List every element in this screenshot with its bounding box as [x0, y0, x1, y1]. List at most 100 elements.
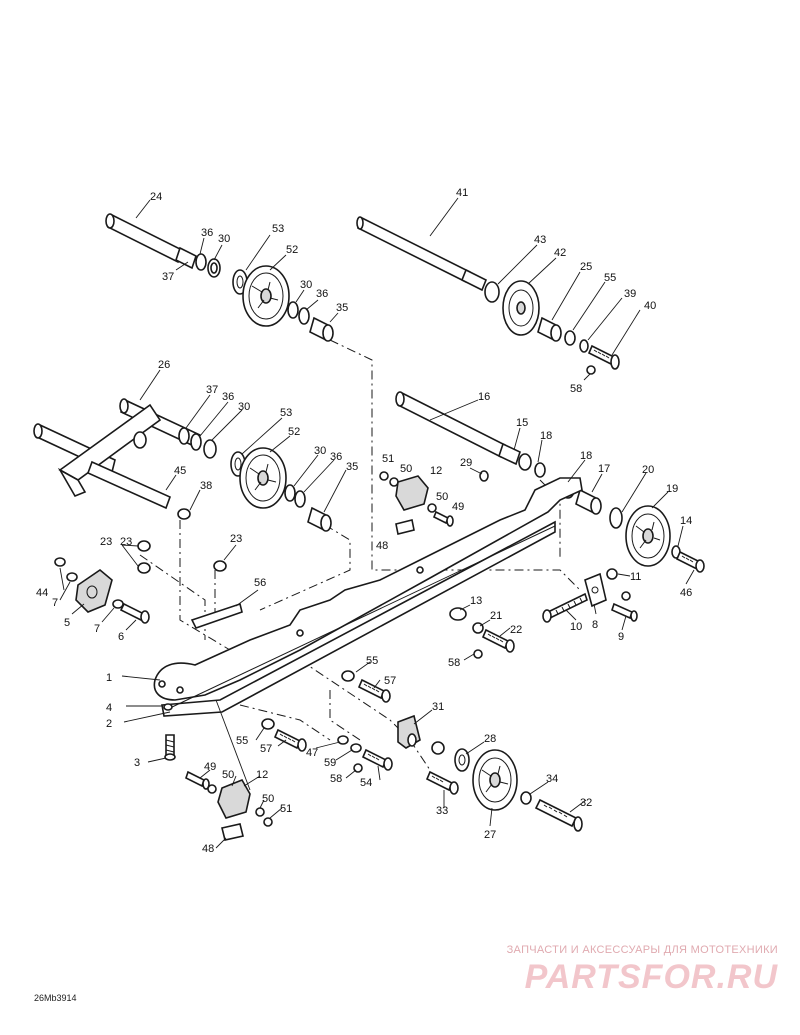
callout: 17 — [598, 463, 610, 475]
callout: 46 — [680, 587, 692, 599]
block-12-upper — [395, 475, 429, 511]
bolt-57-a — [357, 678, 391, 703]
callout: 1 — [106, 672, 112, 684]
callout: 31 — [432, 701, 444, 713]
callout: 30 — [300, 279, 312, 291]
watermark: ЗАПЧАСТИ И АКСЕССУАРЫ ДЛЯ МОТОТЕХНИКИ PA… — [507, 944, 778, 997]
nut-23-b — [137, 562, 151, 574]
callout: 38 — [200, 480, 212, 492]
callout: 7 — [94, 623, 100, 635]
washer-50-lower-b — [255, 807, 265, 817]
bearing-20 — [609, 507, 623, 529]
callout: 53 — [272, 223, 284, 235]
washer-18-a — [534, 462, 546, 478]
bolt-6 — [119, 602, 150, 624]
rail-1 — [153, 477, 583, 701]
callout: 55 — [366, 655, 378, 667]
bolt-46 — [675, 550, 705, 573]
callout: 51 — [280, 803, 292, 815]
washer-55-a — [341, 670, 355, 682]
callout: 45 — [174, 465, 186, 477]
washer-37-mid — [178, 427, 190, 445]
callout: 49 — [452, 501, 464, 513]
callout: 24 — [150, 191, 162, 203]
callout: 50 — [436, 491, 448, 503]
callout: 30 — [238, 401, 250, 413]
rail-hardware-right — [449, 607, 515, 659]
callout: 34 — [546, 773, 558, 785]
callout: 36 — [330, 451, 342, 463]
callout: 19 — [666, 483, 678, 495]
bolt-54 — [361, 748, 393, 771]
washer-50-lower-a — [207, 784, 217, 794]
stopper-assembly — [54, 540, 227, 624]
bolt-57-b — [273, 728, 307, 752]
washer-38 — [177, 508, 191, 520]
watermark-logo: PARTSFOR.RU — [524, 958, 778, 996]
washer-21 — [472, 622, 484, 634]
ring-30-top-b — [287, 301, 299, 319]
callout: 14 — [680, 515, 692, 527]
callout: 32 — [580, 797, 592, 809]
spacer-25 — [537, 316, 562, 342]
nut-44 — [54, 557, 66, 567]
callout: 43 — [534, 234, 546, 246]
callout: 56 — [254, 577, 266, 589]
nut-58-rail — [473, 649, 483, 659]
bolt-33 — [425, 770, 459, 795]
callout: 57 — [384, 675, 396, 687]
callout: 49 — [204, 761, 216, 773]
lower-wheel-assembly — [397, 714, 583, 832]
callout: 48 — [202, 843, 214, 855]
ring-30-mid-b — [284, 484, 296, 502]
washer-13 — [449, 607, 467, 621]
slide-rail-assembly — [153, 477, 583, 717]
callout: 42 — [554, 247, 566, 259]
callout: 26 — [158, 359, 170, 371]
callout: 20 — [642, 464, 654, 476]
leader-lines — [59, 197, 695, 849]
callout: 18 — [580, 450, 592, 462]
callout: 28 — [484, 733, 496, 745]
nut-58-top — [586, 365, 596, 375]
rear-arm-assembly — [33, 398, 332, 532]
bolt-32 — [534, 798, 583, 832]
callout-labels: 24 36 30 53 52 37 30 36 35 41 43 42 25 5… — [36, 187, 692, 855]
bolt-3 — [164, 734, 176, 761]
stopper-5 — [75, 568, 113, 613]
washer-extra — [621, 591, 631, 601]
callout: 50 — [222, 769, 234, 781]
axle-41 — [356, 216, 488, 292]
document-code: 26Mb3914 — [34, 993, 77, 1003]
callout: 35 — [336, 302, 348, 314]
callout: 33 — [436, 805, 448, 817]
callout: 52 — [288, 426, 300, 438]
callout: 50 — [400, 463, 412, 475]
callout: 55 — [236, 735, 248, 747]
callout: 53 — [280, 407, 292, 419]
spacer-35-mid — [307, 506, 332, 532]
wheel-52-mid — [239, 447, 287, 509]
circlip-43 — [484, 281, 500, 303]
callout: 58 — [330, 773, 342, 785]
callout: 55 — [604, 272, 616, 284]
callout: 23 — [120, 536, 132, 548]
spacer-17 — [575, 488, 602, 515]
callout: 21 — [490, 610, 502, 622]
callout: 36 — [201, 227, 213, 239]
washer-31-b — [431, 741, 445, 755]
nut-51-lower — [263, 817, 273, 827]
callout: 27 — [484, 829, 496, 841]
pad-48-lower — [221, 823, 244, 841]
callout: 59 — [324, 757, 336, 769]
callout: 48 — [376, 540, 388, 552]
block-12-lower — [217, 778, 251, 819]
bearing-28 — [454, 748, 470, 772]
lower-block-assembly — [164, 734, 273, 841]
spacer-35-top — [309, 316, 334, 342]
shaft-24 — [105, 213, 197, 270]
callout: 15 — [516, 417, 528, 429]
callout: 50 — [262, 793, 274, 805]
nut-51-upper — [379, 471, 389, 481]
